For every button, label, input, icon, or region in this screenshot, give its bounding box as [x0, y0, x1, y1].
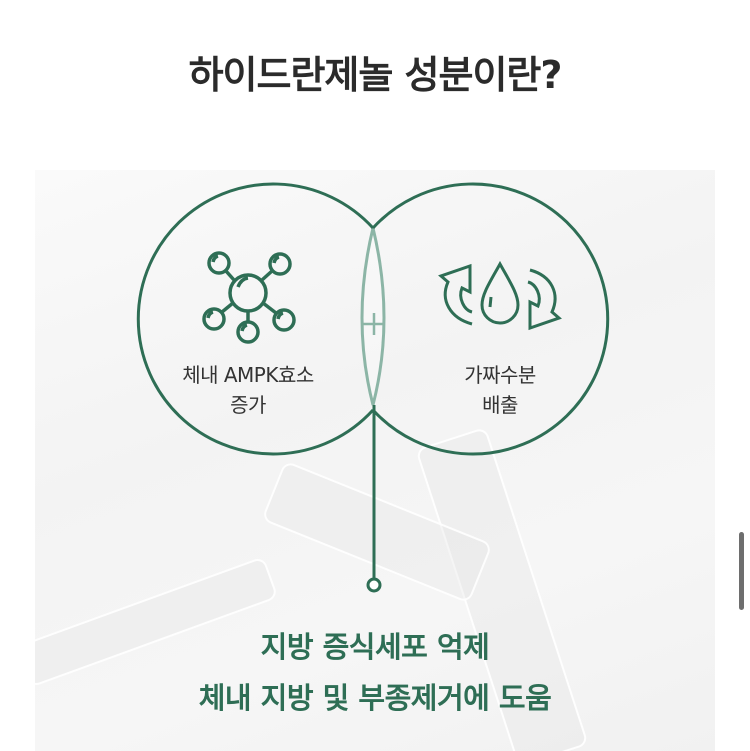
- left-label-line1: 체내 AMPK효소: [182, 363, 314, 387]
- page-title: 하이드란제놀 성분이란?: [188, 53, 563, 97]
- left-label-line2: 증가: [230, 393, 266, 417]
- result-line-1: 지방 증식세포 억제: [260, 630, 490, 664]
- molecule-icon: [202, 251, 296, 344]
- right-circle: [371, 182, 610, 456]
- left-circle-label: 체내 AMPK효소 증가: [143, 360, 353, 420]
- plus-icon: [363, 313, 385, 335]
- connector-dot: [366, 577, 382, 593]
- scrollbar-thumb[interactable]: [739, 532, 744, 610]
- right-label-line1: 가짜수분: [464, 363, 536, 387]
- right-label-line2: 배출: [482, 393, 518, 417]
- water-drop-cycle-icon: [438, 260, 562, 331]
- left-circle: [136, 182, 375, 456]
- right-circle-label: 가짜수분 배출: [410, 360, 590, 420]
- result-line-2: 체내 지방 및 부종제거에 도움: [198, 681, 552, 715]
